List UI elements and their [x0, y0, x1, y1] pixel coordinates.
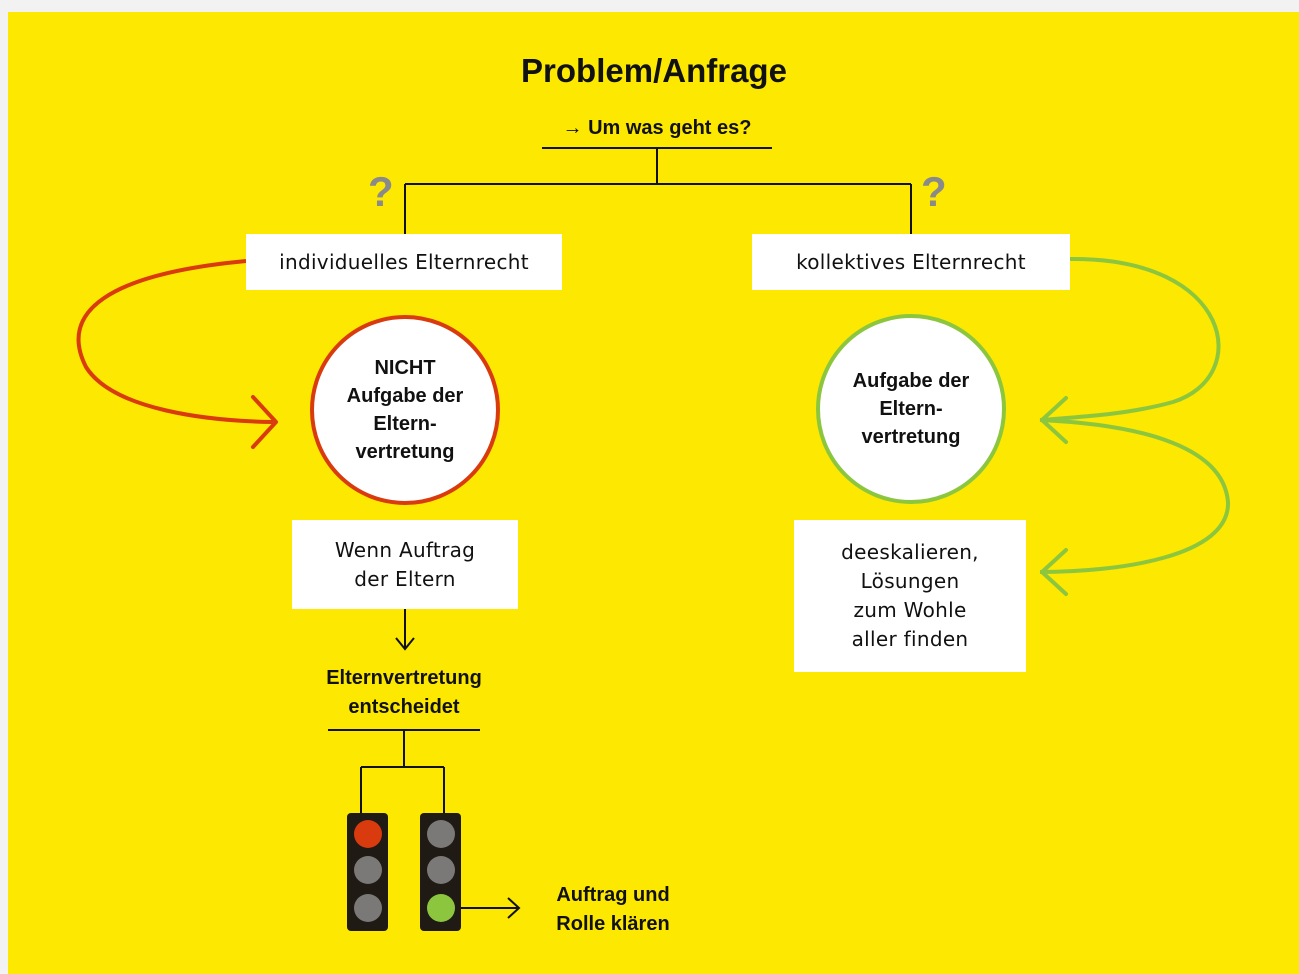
green-arrowhead-lower: [1040, 548, 1068, 596]
collective-right-label: kollektives Elternrecht: [796, 249, 1026, 274]
not-task-circle: [310, 315, 500, 505]
decision-label: Elternvertretung entscheidet: [326, 667, 482, 718]
green-lamp: [427, 894, 455, 922]
not-task-label: NICHT Aufgabe der Eltern- vertretung: [346, 357, 464, 463]
page-title: Problem/Anfrage: [521, 52, 787, 89]
lamp-off: [354, 856, 382, 884]
condition-box: Wenn Auftrag der Eltern: [292, 520, 518, 609]
green-loop-arrow-upper: [1039, 256, 1221, 422]
red-arrowhead: [251, 395, 278, 449]
lamp-off: [427, 856, 455, 884]
red-lamp: [354, 820, 382, 848]
connector-lines: [76, 147, 1231, 931]
green-loop-arrow-lower: [1039, 418, 1231, 574]
decision-connector: [360, 730, 445, 813]
individual-right-box: individuelles Elternrecht: [246, 234, 562, 290]
lamp-off: [427, 820, 455, 848]
task-label: Aufgabe der Eltern- vertretung: [852, 370, 970, 448]
question-label: → Um was geht es?: [562, 117, 752, 139]
individual-right-label: individuelles Elternrecht: [279, 249, 529, 274]
collective-right-box: kollektives Elternrecht: [752, 234, 1070, 290]
red-loop-arrow: [76, 259, 274, 424]
down-arrow: [395, 609, 415, 651]
deescalate-label: deeskalieren, Lösungen zum Wohle aller f…: [841, 540, 979, 651]
right-arrow: [461, 897, 521, 919]
condition-label: Wenn Auftrag der Eltern: [334, 537, 476, 591]
deescalate-box: deeskalieren, Lösungen zum Wohle aller f…: [794, 520, 1026, 672]
task-circle: [816, 314, 1006, 504]
branch-connector: [404, 148, 912, 234]
question-mark-right: ?: [921, 168, 947, 215]
lamp-off: [354, 894, 382, 922]
outcome-label: Auftrag und Rolle klären: [556, 884, 670, 935]
question-mark-left: ?: [368, 168, 394, 215]
diagram-canvas: Problem/Anfrage → Um was geht es? ? ? in…: [8, 12, 1299, 974]
